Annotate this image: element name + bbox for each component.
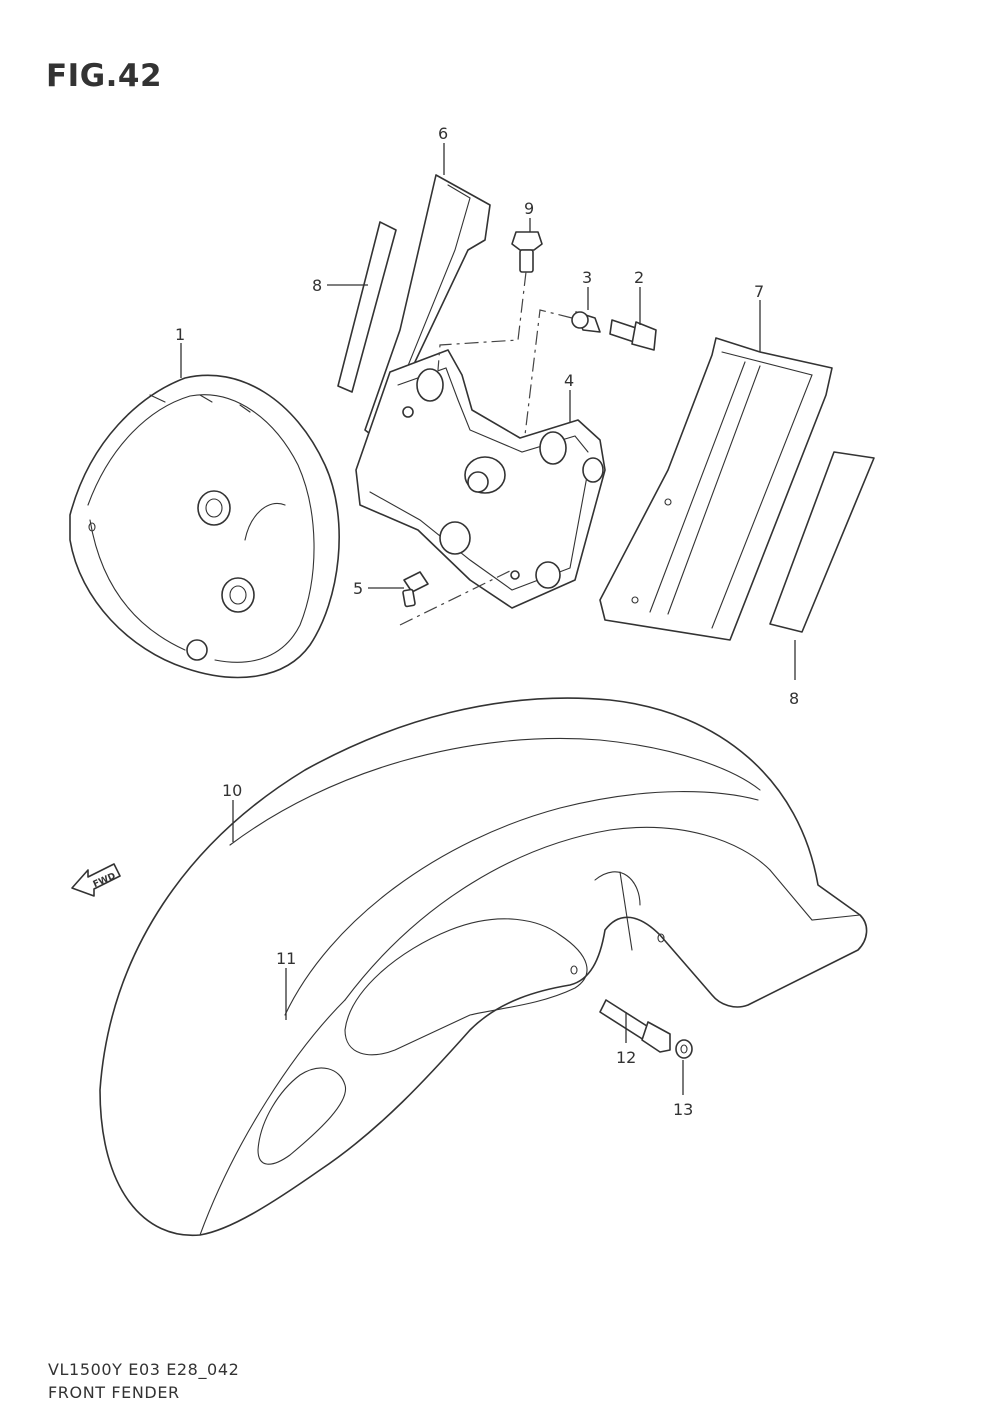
part-8-strip-right[interactable] <box>769 451 875 633</box>
part-7-cover-plate[interactable] <box>599 337 833 641</box>
part-12-bolt[interactable] <box>599 999 671 1053</box>
callout-4: 4 <box>564 371 574 390</box>
fwd-arrow-icon: FWD <box>71 863 121 897</box>
callout-10: 10 <box>222 781 242 800</box>
part-8-strip-left[interactable] <box>337 221 397 393</box>
part-4-headlight-bracket[interactable] <box>355 349 606 609</box>
part-2-bolt[interactable] <box>609 319 657 351</box>
part-3-collar[interactable] <box>571 311 601 333</box>
section-name: FRONT FENDER <box>48 1383 180 1402</box>
callout-8-lower: 8 <box>789 689 799 708</box>
model-code: VL1500Y E03 E28_042 <box>48 1360 240 1379</box>
callout-5: 5 <box>353 579 363 598</box>
callout-7: 7 <box>754 282 764 301</box>
callout-6: 6 <box>438 124 448 143</box>
callout-labels: 1 2 3 4 5 6 7 8 8 9 10 11 12 13 <box>175 124 799 1119</box>
callout-3: 3 <box>582 268 592 287</box>
callout-9: 9 <box>524 199 534 218</box>
part-5-screw[interactable] <box>402 571 429 608</box>
part-9-bolt[interactable] <box>511 231 543 273</box>
part-10-front-fender[interactable] <box>99 697 868 1237</box>
callout-1: 1 <box>175 325 185 344</box>
callout-13: 13 <box>673 1100 693 1119</box>
leader-lines <box>180 143 796 1095</box>
callout-12: 12 <box>616 1048 636 1067</box>
callout-8-upper: 8 <box>312 276 322 295</box>
callout-11: 11 <box>276 949 296 968</box>
figure-title: FIG.42 <box>46 58 163 94</box>
assembly-lines <box>399 271 573 626</box>
callout-2: 2 <box>634 268 644 287</box>
part-1-headlight-housing[interactable] <box>69 374 340 679</box>
part-13-washer[interactable] <box>675 1039 693 1059</box>
